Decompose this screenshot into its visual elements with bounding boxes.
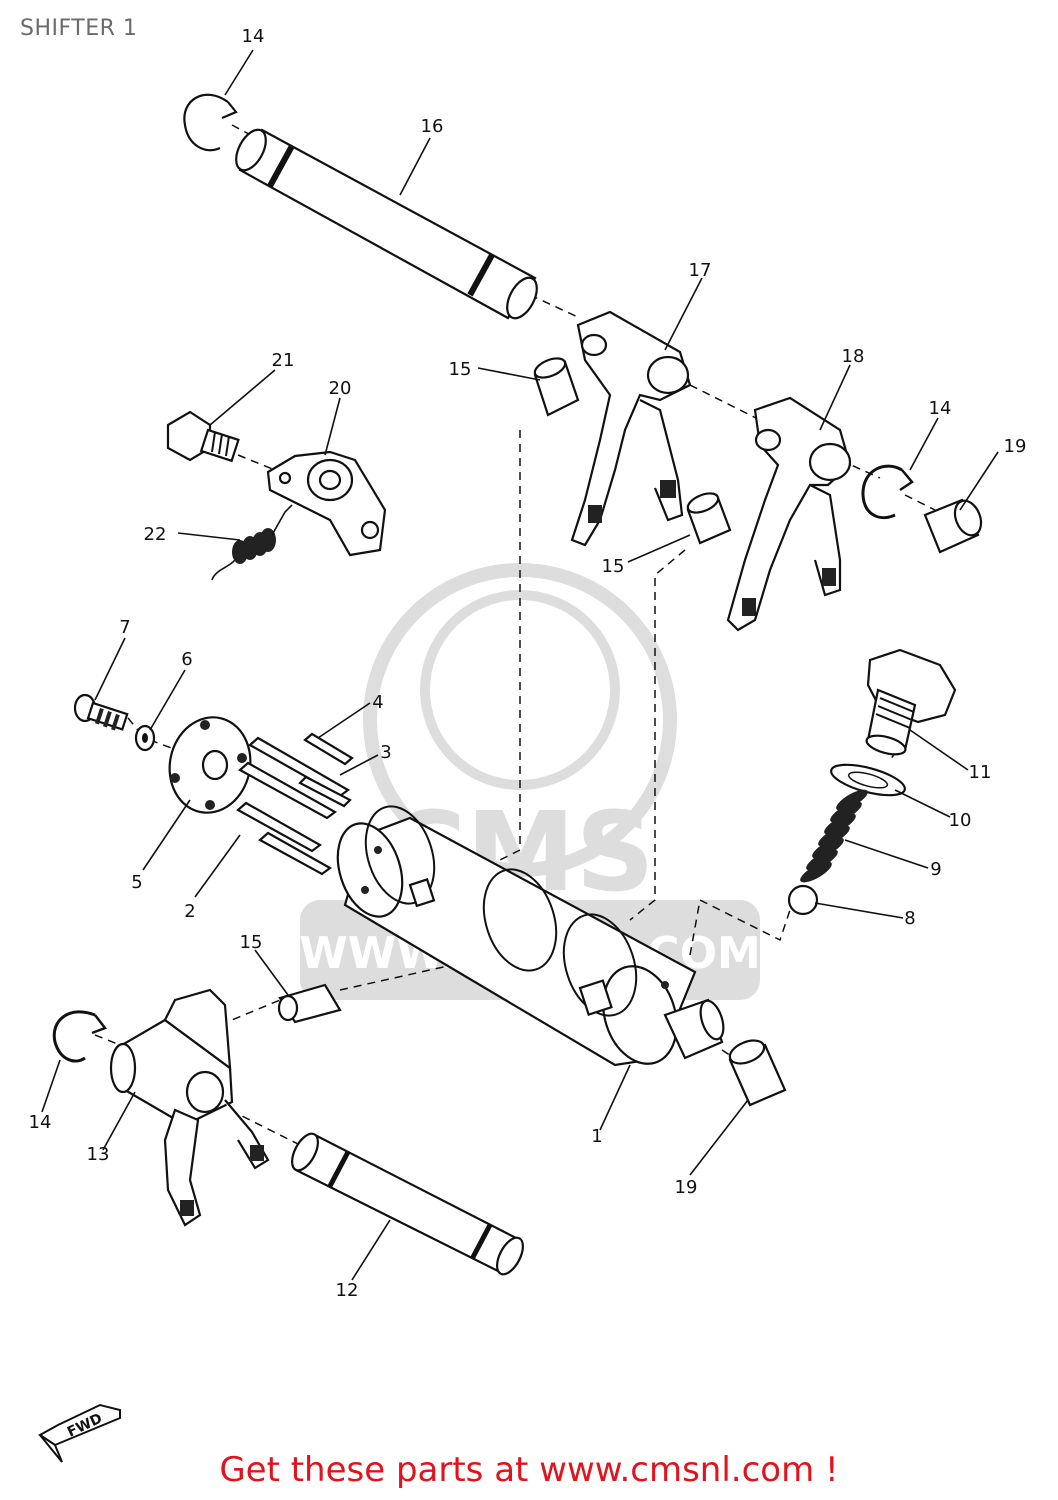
callout-6: 6 — [181, 649, 192, 670]
callout-19: 19 — [675, 1177, 698, 1198]
page-title: SHIFTER 1 — [20, 16, 138, 41]
callout-13: 13 — [87, 1144, 110, 1165]
callout-9: 9 — [930, 859, 941, 880]
callout-14: 14 — [242, 26, 265, 47]
part-shaft-12 — [291, 1132, 524, 1276]
part-shift-drum-1 — [336, 805, 725, 1067]
callout-17: 17 — [689, 260, 712, 281]
callout-12: 12 — [336, 1280, 359, 1301]
part-cam-follower-15-a — [533, 357, 580, 417]
callout-8: 8 — [904, 908, 915, 929]
part-plate-5 — [168, 716, 252, 814]
part-washer-10 — [830, 763, 906, 797]
part-ball-8 — [787, 884, 819, 916]
part-cam-follower-15-c — [277, 983, 342, 1024]
callout-14: 14 — [29, 1112, 52, 1133]
part-spring-22 — [211, 504, 293, 581]
callout-5: 5 — [131, 872, 142, 893]
callout-2: 2 — [184, 901, 195, 922]
callout-18: 18 — [842, 346, 865, 367]
callout-11: 11 — [969, 762, 992, 783]
callout-22: 22 — [144, 524, 167, 545]
part-shift-fork-18 — [726, 396, 852, 632]
callout-10: 10 — [949, 810, 972, 831]
part-cam-follower-15-b — [686, 492, 732, 545]
callout-4: 4 — [372, 692, 383, 713]
part-screw-7 — [73, 693, 129, 731]
part-shift-shaft-16 — [235, 128, 538, 320]
leader-lines — [41, 49, 999, 1281]
callout-14: 14 — [929, 398, 952, 419]
callout-labels: 14 16 17 15 21 20 18 14 19 22 15 7 6 4 3… — [29, 26, 1027, 1301]
callout-7: 7 — [119, 617, 130, 638]
part-bolt-11 — [865, 648, 957, 756]
part-bolt-21 — [166, 410, 240, 463]
callout-20: 20 — [329, 378, 352, 399]
part-stopper-lever-20 — [266, 450, 387, 557]
footer-link[interactable]: Get these parts at www.cmsnl.com ! — [219, 1450, 839, 1490]
callout-15: 15 — [240, 932, 263, 953]
footer-promo: Get these parts at www.cmsnl.com ! — [0, 1450, 1058, 1490]
part-bearing-19-b — [728, 1039, 787, 1107]
part-shift-fork-17 — [570, 310, 692, 547]
part-washer-6 — [134, 724, 156, 752]
part-circlip-14-top — [183, 93, 238, 152]
callout-1: 1 — [591, 1126, 602, 1147]
part-circlip-14-left — [52, 1010, 108, 1063]
part-bearing-19-a — [923, 498, 983, 554]
part-spring-9 — [800, 789, 868, 883]
assembly-lines — [94, 124, 936, 1146]
callout-15: 15 — [602, 556, 625, 577]
callout-15: 15 — [449, 359, 472, 380]
part-shift-fork-13 — [109, 988, 270, 1227]
callout-19: 19 — [1004, 436, 1027, 457]
callout-21: 21 — [272, 350, 295, 371]
part-circlip-14-right — [861, 464, 914, 520]
callout-3: 3 — [380, 742, 391, 763]
part-pins-2-3-4 — [236, 732, 354, 876]
callout-16: 16 — [421, 116, 444, 137]
